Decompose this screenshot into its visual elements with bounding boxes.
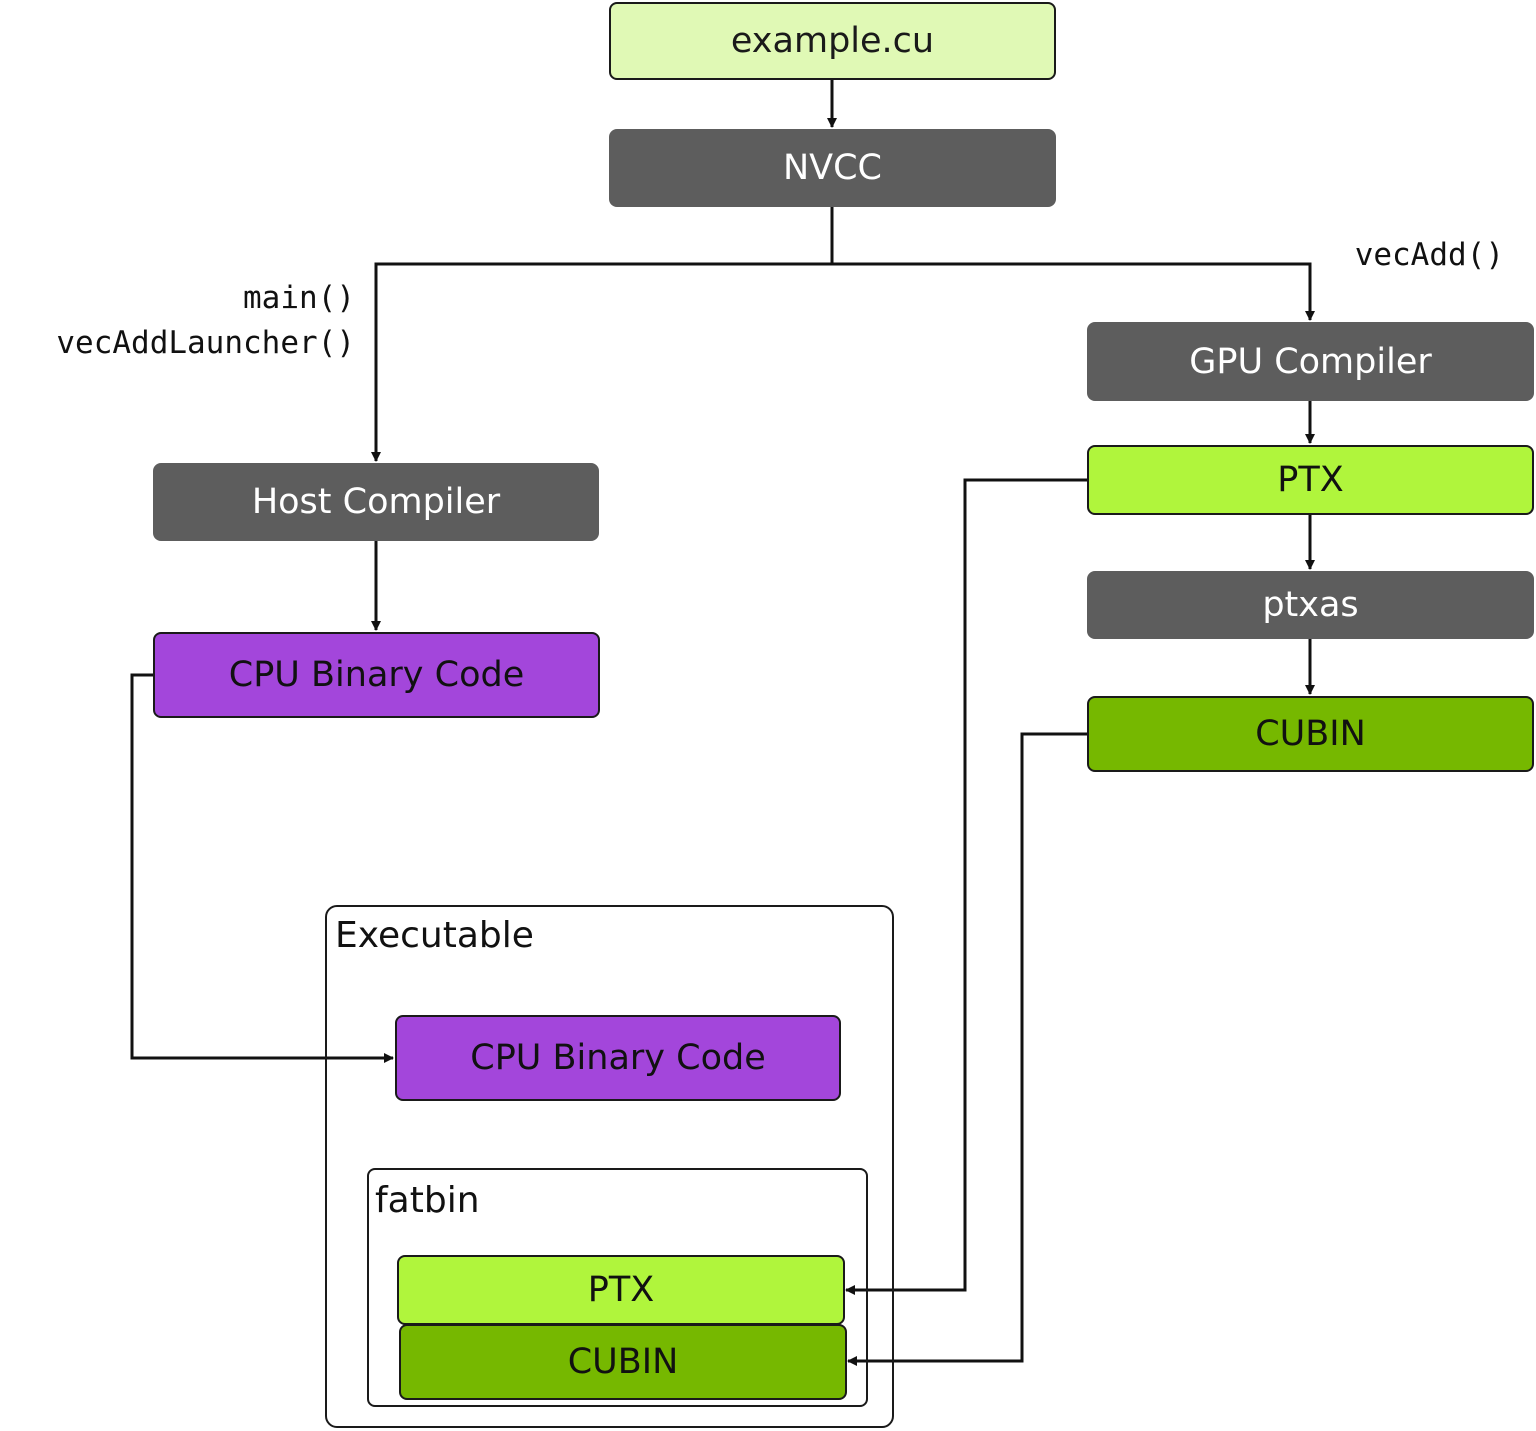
executable-title: Executable	[335, 915, 534, 956]
cpu-binary-code-node: CPU Binary Code	[153, 632, 600, 718]
host-function-label-main: main()	[243, 280, 355, 316]
ptxas-node: ptxas	[1087, 571, 1534, 639]
arrow-cubin-to-fatbin-cubin	[847, 732, 1088, 1366]
arrow-ptx-to-fatbin-ptx	[845, 478, 1088, 1295]
fatbin-cubin: CUBIN	[399, 1324, 847, 1400]
ptx-node: PTX	[1087, 445, 1534, 515]
arrow-nvcc-to-host-compiler	[371, 207, 834, 462]
executable-container	[325, 905, 894, 1428]
fatbin-title: fatbin	[375, 1180, 480, 1221]
fatbin-container	[367, 1168, 868, 1407]
source-file-node: example.cu	[609, 2, 1056, 80]
cubin-node: CUBIN	[1087, 696, 1534, 772]
gpu-compiler-node: GPU Compiler	[1087, 322, 1534, 401]
fatbin-ptx: PTX	[397, 1255, 845, 1325]
device-function-label: vecAdd()	[1354, 237, 1504, 273]
host-compiler-node: Host Compiler	[153, 463, 599, 541]
executable-cpu-binary-code: CPU Binary Code	[395, 1015, 841, 1101]
arrow-cpu-binary-to-executable	[130, 673, 394, 1063]
host-function-label-launcher: vecAddLauncher()	[56, 325, 355, 361]
nvcc-node: NVCC	[609, 129, 1056, 207]
arrow-nvcc-to-gpu-compiler	[832, 262, 1315, 321]
